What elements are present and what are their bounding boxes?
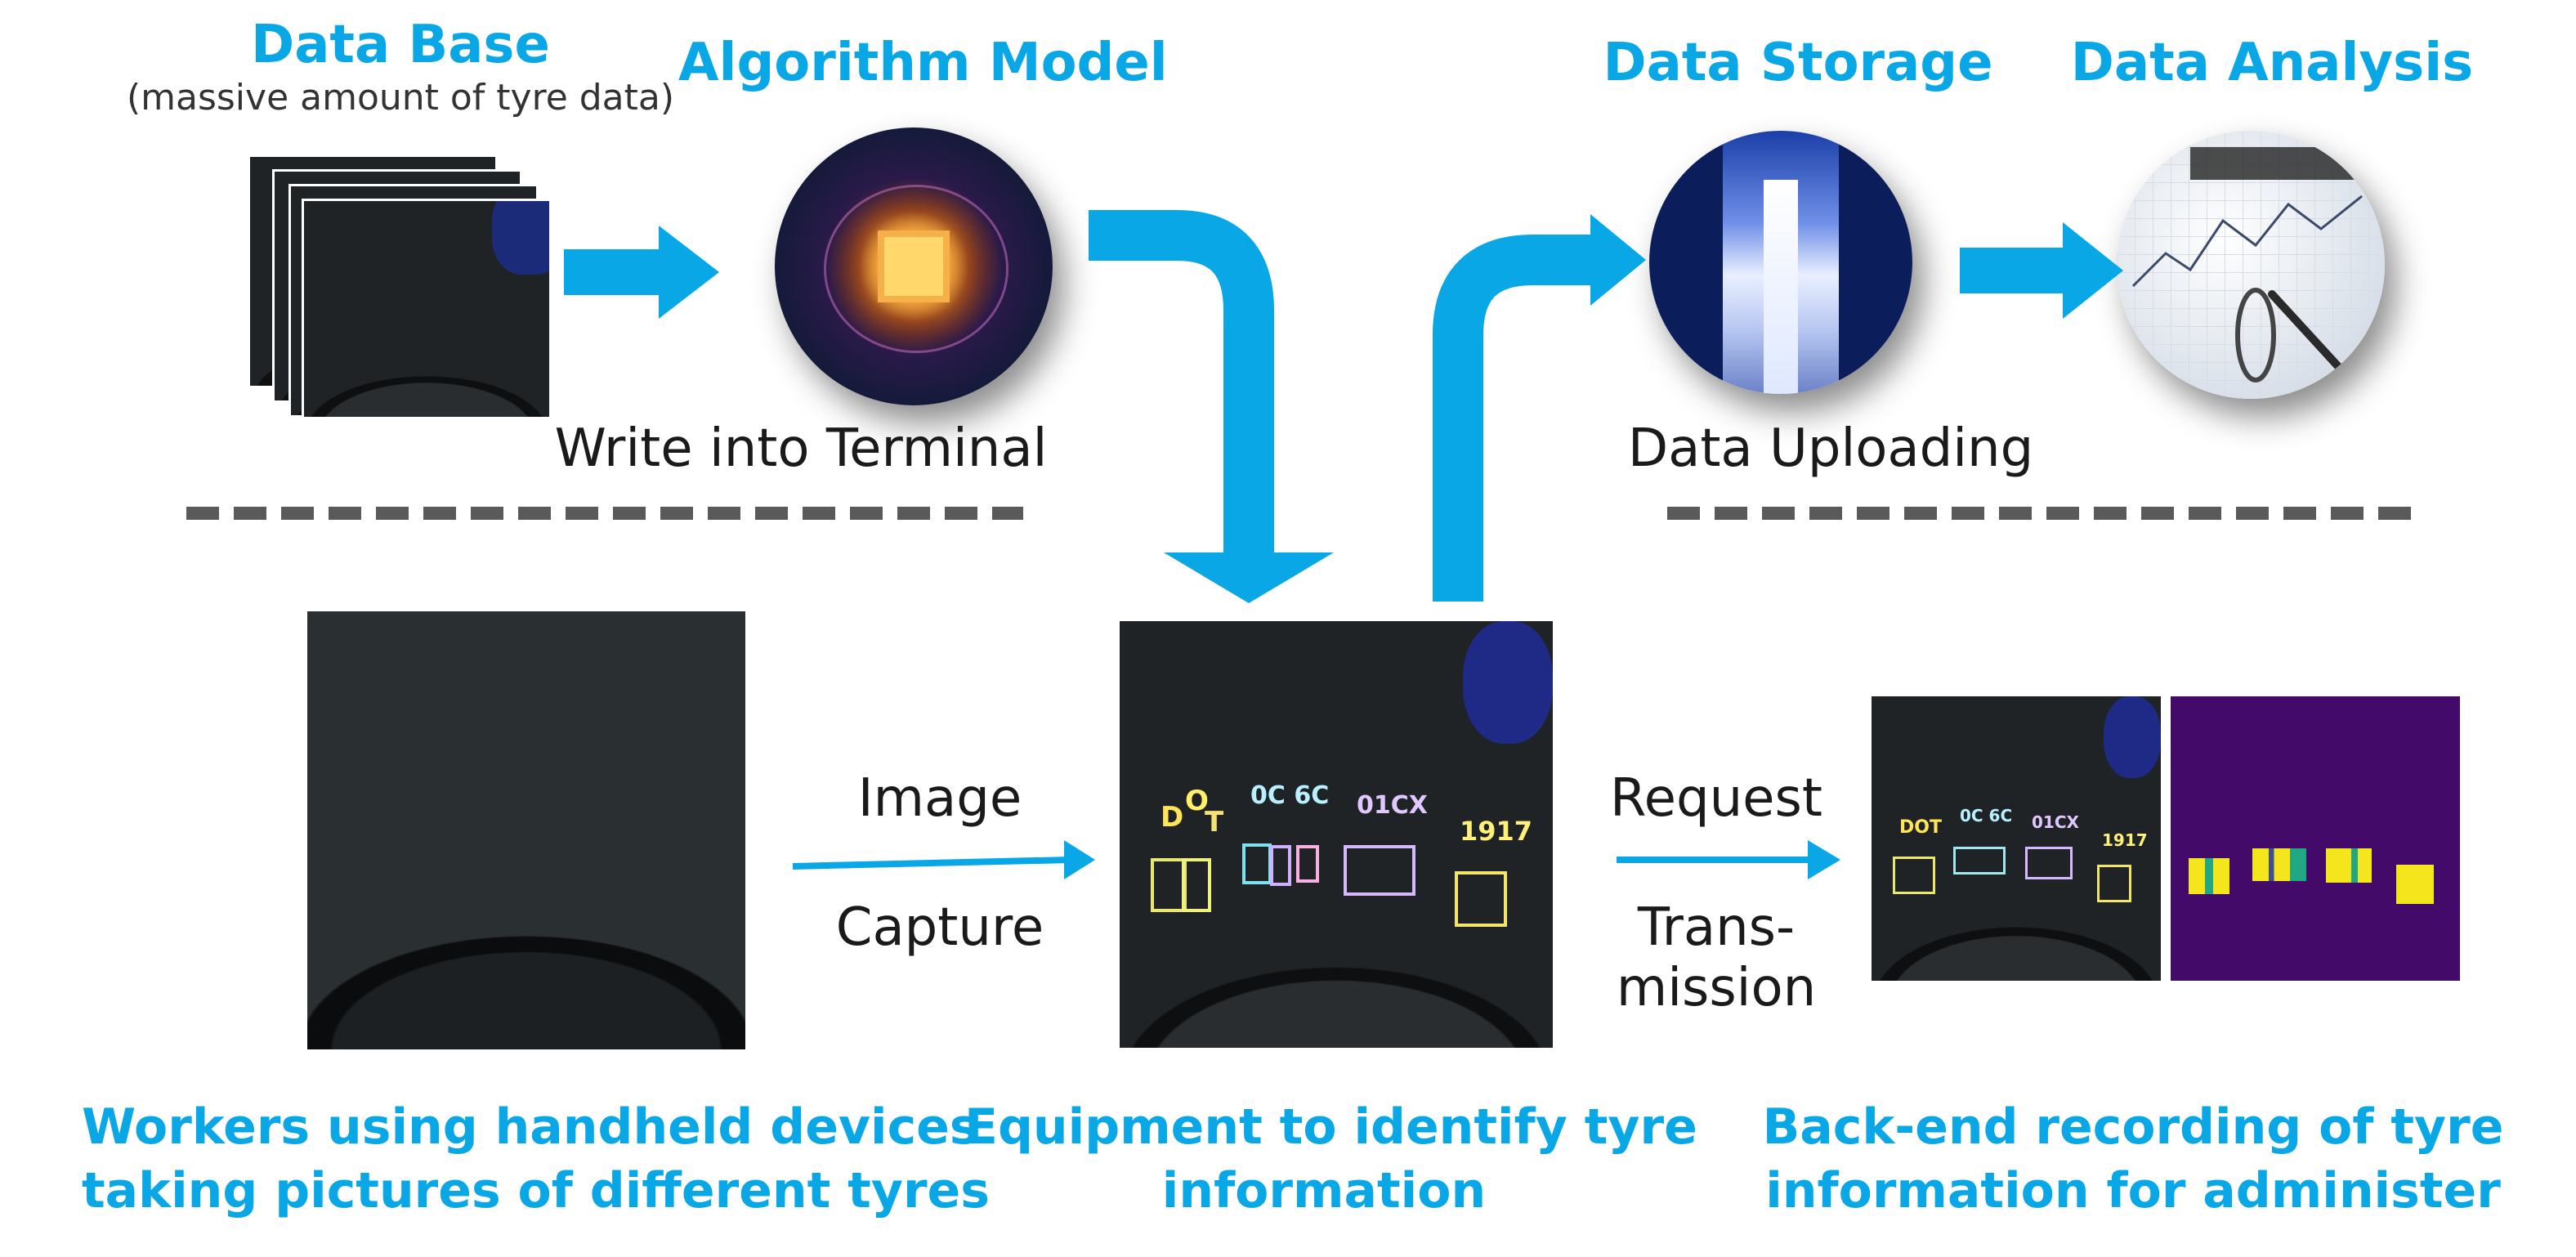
small-code-3: 1917 xyxy=(2102,830,2148,850)
arrow-equipment-to-storage xyxy=(1433,214,1646,602)
capture-label: Capture xyxy=(835,897,1044,958)
analysis-chart-image xyxy=(2117,131,2385,399)
database-image-front xyxy=(304,201,549,417)
arrow-image-capture xyxy=(792,840,1095,879)
arrow-database-to-algorithm xyxy=(564,226,719,319)
detection-box xyxy=(1151,858,1187,912)
detection-box xyxy=(2097,865,2131,902)
mission-label: mission xyxy=(1616,958,1817,1018)
database-title: Data Base xyxy=(251,15,550,75)
code-3: 1917 xyxy=(1460,816,1533,847)
glove-shape xyxy=(1463,621,1553,744)
brain-outline xyxy=(824,185,1008,353)
small-code-2: 01CX xyxy=(2032,812,2079,832)
request-label: Request xyxy=(1610,768,1822,829)
backend-caption-line2: information for administer xyxy=(1765,1162,2501,1219)
data-uploading-label: Data Uploading xyxy=(1627,418,2034,479)
identified-tyre-photo: D O T 0C 6C 01CX 1917 xyxy=(1120,621,1553,1048)
detection-box xyxy=(1296,845,1319,883)
heatmap-blob xyxy=(2189,858,2229,894)
workers-caption-line1: Workers using handheld devices xyxy=(82,1098,979,1156)
small-dot: DOT xyxy=(1899,817,1942,838)
dot-d: D xyxy=(1161,801,1184,834)
analysis-drawing xyxy=(2131,147,2370,396)
detection-box xyxy=(1270,845,1291,886)
divider-right xyxy=(1667,507,2419,520)
algorithm-title: Algorithm Model xyxy=(678,33,1168,93)
worker-tyre-photo xyxy=(307,611,745,1049)
detection-box xyxy=(1242,843,1272,884)
code-2: 01CX xyxy=(1357,791,1428,820)
backend-tyre-photo: DOT 0C 6C 01CX 1917 xyxy=(1872,696,2161,981)
detection-box xyxy=(1455,871,1507,927)
trans-label: Trans- xyxy=(1637,897,1796,958)
detection-box xyxy=(1182,858,1211,912)
image-label: Image xyxy=(857,768,1022,829)
detection-box xyxy=(1893,857,1935,894)
divider-left xyxy=(186,507,1023,520)
equipment-caption-line2: information xyxy=(1161,1162,1487,1219)
arrow-storage-to-analysis xyxy=(1960,222,2123,319)
storage-title: Data Storage xyxy=(1603,33,1993,93)
workers-caption-line2: taking pictures of different tyres xyxy=(82,1162,990,1219)
dot-o: O xyxy=(1185,785,1209,817)
small-code-1: 0C 6C xyxy=(1960,806,2013,825)
backend-caption-line1: Back-end recording of tyre xyxy=(1762,1098,2504,1156)
database-subtitle: (massive amount of tyre data) xyxy=(126,77,675,119)
detection-box xyxy=(2025,847,2073,879)
data-center-image xyxy=(1649,131,1912,394)
glove-shape xyxy=(2104,696,2161,778)
algorithm-chip-image xyxy=(775,127,1053,405)
detection-box xyxy=(1344,845,1415,896)
heatmap-blob xyxy=(2252,848,2306,881)
arrow-request-transmission xyxy=(1617,840,1840,879)
heatmap-blob xyxy=(2326,848,2372,883)
arrow-algorithm-to-equipment xyxy=(1089,210,1334,603)
corridor-floor xyxy=(1764,180,1798,394)
write-terminal-label: Write into Terminal xyxy=(554,418,1048,479)
detection-box xyxy=(1953,847,2006,875)
heatmap-blob xyxy=(2396,865,2434,904)
equipment-caption-line1: Equipment to identify tyre xyxy=(964,1098,1697,1156)
code-1: 0C 6C xyxy=(1250,781,1330,810)
backend-heatmap xyxy=(2171,696,2460,981)
glove-shape xyxy=(492,201,549,275)
dot-t: T xyxy=(1205,806,1224,839)
analysis-title: Data Analysis xyxy=(2070,33,2474,93)
